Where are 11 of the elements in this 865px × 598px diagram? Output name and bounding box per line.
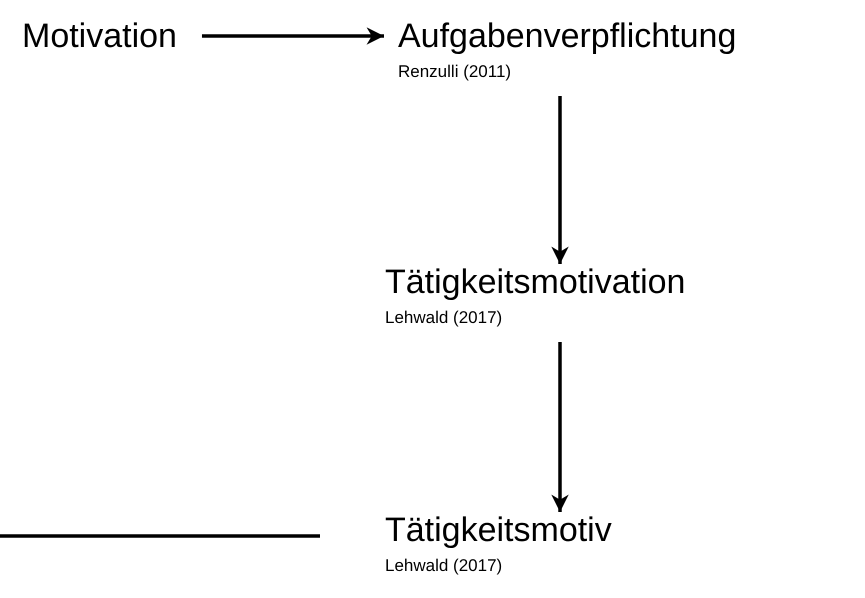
arrow: [551, 342, 569, 512]
concept-label: Tätigkeitsmotivation: [385, 262, 686, 302]
concept-label: Motivation: [22, 16, 177, 56]
arrow: [551, 96, 569, 264]
line: [0, 534, 320, 538]
concept-label: Tätigkeitsmotiv: [385, 510, 612, 550]
citation: Lehwald (2017): [385, 307, 504, 329]
citation: Renzulli (2011): [398, 61, 512, 83]
arrow: [202, 27, 384, 45]
citation: Lehwald (2017): [385, 555, 504, 577]
concept-label: Aufgabenverpflichtung: [398, 16, 736, 56]
